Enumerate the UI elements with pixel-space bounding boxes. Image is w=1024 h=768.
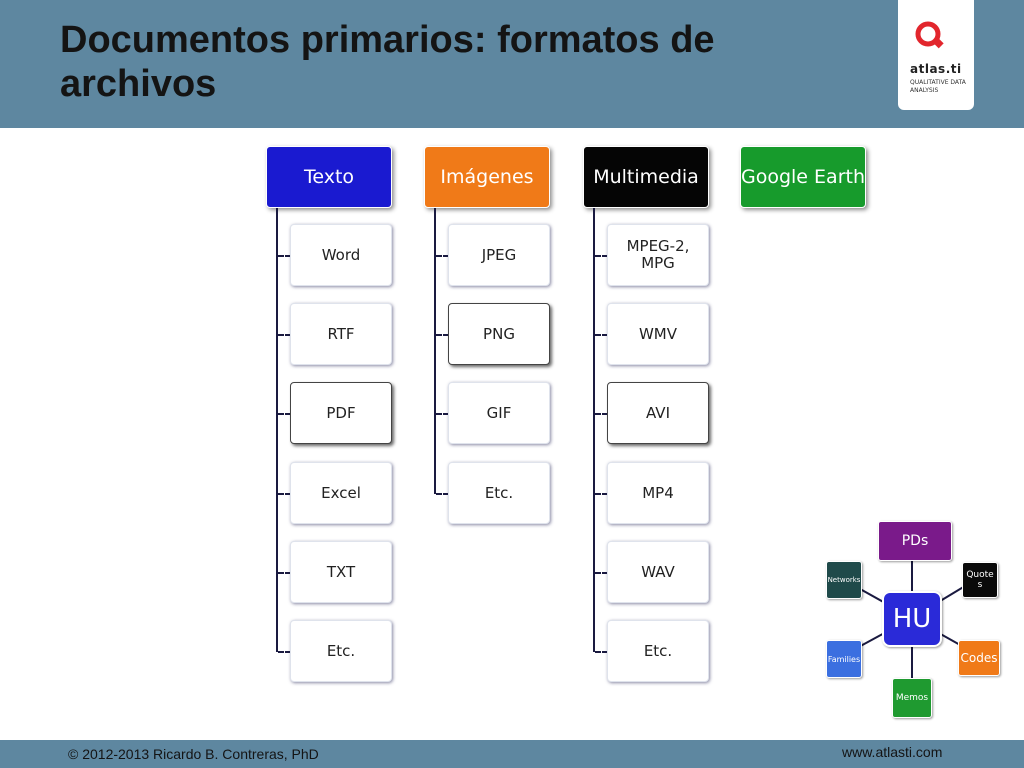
connector-tick — [595, 334, 615, 336]
connector-tick — [278, 413, 298, 415]
connector-texto — [276, 208, 278, 652]
connector-tick — [595, 651, 615, 653]
atlasti-logo: atlas.ti QUALITATIVE DATA ANALYSIS — [898, 0, 974, 110]
item-avi: AVI — [607, 382, 709, 444]
connector-tick — [436, 413, 456, 415]
item-etc-imagenes: Etc. — [448, 462, 550, 524]
hub-node-networks: Networks — [826, 561, 862, 599]
logo-tagline: QUALITATIVE DATA ANALYSIS — [910, 79, 966, 94]
connector-tick — [595, 255, 615, 257]
item-etc-texto: Etc. — [290, 620, 392, 682]
slide-title: Documentos primarios: formatos de archiv… — [60, 19, 715, 105]
item-wav: WAV — [607, 541, 709, 603]
website-url: www.atlasti.com — [842, 744, 943, 760]
connector-tick — [278, 651, 298, 653]
item-txt: TXT — [290, 541, 392, 603]
connector-tick — [436, 493, 456, 495]
item-word: Word — [290, 224, 392, 286]
item-pdf: PDF — [290, 382, 392, 444]
hub-node-memos: Memos — [892, 678, 932, 718]
connector-tick — [595, 493, 615, 495]
item-jpeg: JPEG — [448, 224, 550, 286]
hub-node-codes: Codes — [958, 640, 1000, 676]
connector-multimedia — [593, 208, 595, 652]
item-mp4: MP4 — [607, 462, 709, 524]
footer-bar: © 2012-2013 Ricardo B. Contreras, PhD ww… — [0, 740, 1024, 768]
connector-tick — [278, 255, 298, 257]
header-bar: Documentos primarios: formatos de archiv… — [0, 0, 1024, 128]
connector-tick — [436, 255, 456, 257]
connector-tick — [436, 334, 456, 336]
item-excel: Excel — [290, 462, 392, 524]
item-rtf: RTF — [290, 303, 392, 365]
item-png: PNG — [448, 303, 550, 365]
connector-tick — [595, 572, 615, 574]
connector-tick — [278, 572, 298, 574]
hub-node-families: Families — [826, 640, 862, 678]
hub-center-hu: HU — [882, 591, 942, 647]
hu-hub-diagram: PDs Quote s Codes Memos Families Network… — [820, 515, 1010, 725]
atlasti-logo-mark-icon — [915, 21, 944, 49]
connector-tick — [278, 334, 298, 336]
connector-imagenes — [434, 208, 436, 494]
hub-node-pds: PDs — [878, 521, 952, 561]
item-mpeg: MPEG-2, MPG — [607, 224, 709, 286]
item-etc-multimedia: Etc. — [607, 620, 709, 682]
item-wmv: WMV — [607, 303, 709, 365]
item-gif: GIF — [448, 382, 550, 444]
column-header-texto: Texto — [266, 146, 392, 208]
column-header-imagenes: Imágenes — [424, 146, 550, 208]
connector-tick — [595, 413, 615, 415]
column-header-multimedia: Multimedia — [583, 146, 709, 208]
hub-node-quotes: Quote s — [962, 562, 998, 598]
column-header-google-earth: Google Earth — [740, 146, 866, 208]
copyright-text: © 2012-2013 Ricardo B. Contreras, PhD — [68, 746, 319, 762]
logo-wordmark: atlas.ti — [910, 62, 962, 76]
connector-tick — [278, 493, 298, 495]
